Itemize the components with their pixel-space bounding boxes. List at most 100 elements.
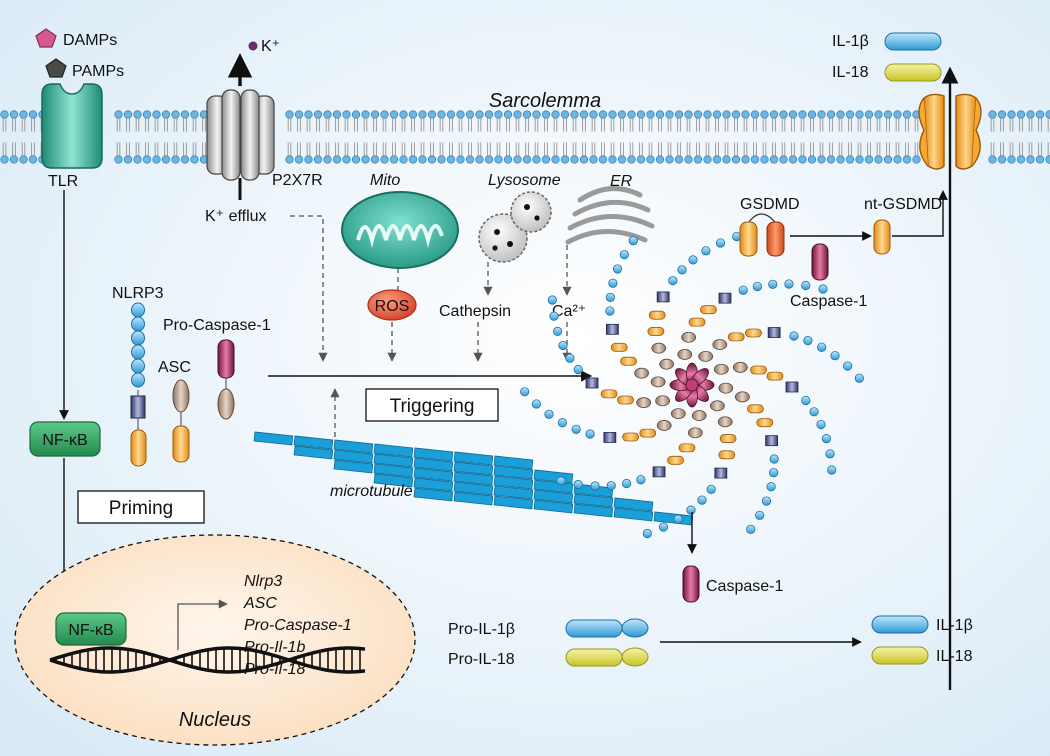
pamps-icon (45, 58, 67, 78)
card-domain (651, 342, 667, 354)
pyd-domain (678, 443, 696, 453)
lrr-domain (619, 250, 629, 260)
tubulin-segment (613, 507, 654, 522)
lrr-domain (688, 255, 698, 265)
tlr-label: TLR (48, 173, 78, 190)
card-domain (698, 350, 714, 362)
card-domain (732, 361, 748, 373)
tubulin-segment (533, 499, 574, 514)
er-label: ER (610, 173, 633, 190)
lrr-domain (565, 353, 575, 363)
released-il18-icon (884, 63, 942, 82)
lrr-domain (642, 528, 652, 539)
damps-label: DAMPs (63, 32, 117, 49)
pyd-domain (610, 342, 628, 352)
card-domain (659, 358, 675, 370)
pro-il1b-label: Pro-IL-1β (448, 621, 515, 638)
tubulin-segment (453, 461, 494, 476)
triggering-box (365, 388, 499, 422)
pyd-domain (617, 395, 634, 405)
pyd-domain (130, 429, 147, 467)
lrr-domain (738, 285, 748, 295)
lrr-domain (636, 475, 646, 485)
priming-label: Priming (109, 498, 173, 519)
pyd-domain (639, 428, 657, 438)
pyd-domain (766, 371, 784, 381)
mito-label: Mito (370, 172, 400, 189)
pyd-domain (648, 310, 666, 320)
nacht-domain (130, 395, 146, 419)
membrane-title: Sarcolemma (489, 90, 601, 112)
lrr-domain (131, 372, 145, 388)
lrr-domain (768, 279, 778, 289)
lrr-domain (131, 344, 145, 360)
tubulin-segment (493, 495, 534, 510)
pyd-domain (719, 434, 737, 443)
released-il18-label: IL-18 (832, 64, 869, 81)
tubulin-segment (453, 471, 494, 486)
nucleus-title: Nucleus (179, 709, 251, 731)
tubulin-segment (413, 487, 454, 502)
lrr-domain (825, 449, 835, 459)
lrr-domain (801, 280, 811, 291)
tubulin-segment (413, 467, 454, 482)
pro-il18-label: Pro-IL-18 (448, 651, 515, 668)
tubulin-segment (333, 449, 374, 464)
nacht-domain (656, 291, 670, 303)
tubulin-segment (573, 493, 614, 508)
nacht-domain (767, 327, 781, 338)
nacht-domain (785, 381, 799, 393)
gene-name: Nlrp3 (244, 573, 282, 590)
tubulin-segment (373, 473, 414, 488)
active-caspase1-label: Caspase-1 (706, 578, 783, 595)
il18-icon (871, 646, 929, 665)
k-ion-label: K⁺ (261, 38, 280, 55)
inflammasome-arm (642, 400, 737, 539)
dna-strand (49, 646, 366, 674)
inflammasome-arm (713, 361, 837, 475)
gene-name: ASC (243, 595, 277, 612)
lrr-domain (668, 276, 678, 286)
tubulin-segment (413, 457, 454, 472)
lrr-domain (621, 478, 632, 489)
inflammasome-arm (698, 327, 864, 383)
mitochondria-icon (341, 191, 459, 269)
asc-molecule (172, 379, 190, 463)
lrr-domain (628, 236, 638, 246)
pyd-domain (747, 404, 764, 414)
pyd-domain (688, 317, 706, 327)
tubulin-segment (333, 439, 374, 454)
gsdmd-pore (918, 93, 982, 170)
lrr-domain (547, 295, 557, 305)
nucleus (14, 534, 416, 746)
pyd-domain (700, 305, 717, 315)
calcium-label: Ca²⁺ (552, 303, 586, 320)
nacht-domain (714, 467, 728, 479)
gene-name: Pro-Caspase-1 (244, 617, 352, 634)
inflammasome-arm (718, 382, 779, 534)
er-icon (565, 186, 655, 245)
lrr-domain (520, 387, 530, 397)
inflammasome-arm (605, 236, 666, 388)
card-domain (670, 408, 686, 420)
lrr-domain (843, 361, 853, 371)
card-domain (634, 367, 650, 379)
lrr-domain (816, 419, 826, 430)
tubulin-segment (493, 475, 534, 490)
tubulin-segment (253, 431, 294, 446)
lrr-domain (830, 351, 840, 361)
lrr-domain (769, 454, 779, 464)
pro-caspase1-label: Pro-Caspase-1 (163, 317, 271, 334)
lrr-domain (697, 495, 707, 505)
lrr-domain (673, 514, 683, 524)
tubulin-segment (413, 447, 454, 462)
transcription-arrow (177, 599, 228, 650)
p2x7r-label: P2X7R (272, 172, 323, 189)
pyd-domain (600, 389, 618, 399)
lrr-domain (131, 316, 145, 332)
gene-name: Pro-Il-1b (244, 639, 305, 656)
card-domain (717, 416, 733, 428)
lrr-domain (818, 284, 828, 294)
lrr-domain (809, 407, 819, 417)
tubulin-segment (573, 503, 614, 518)
